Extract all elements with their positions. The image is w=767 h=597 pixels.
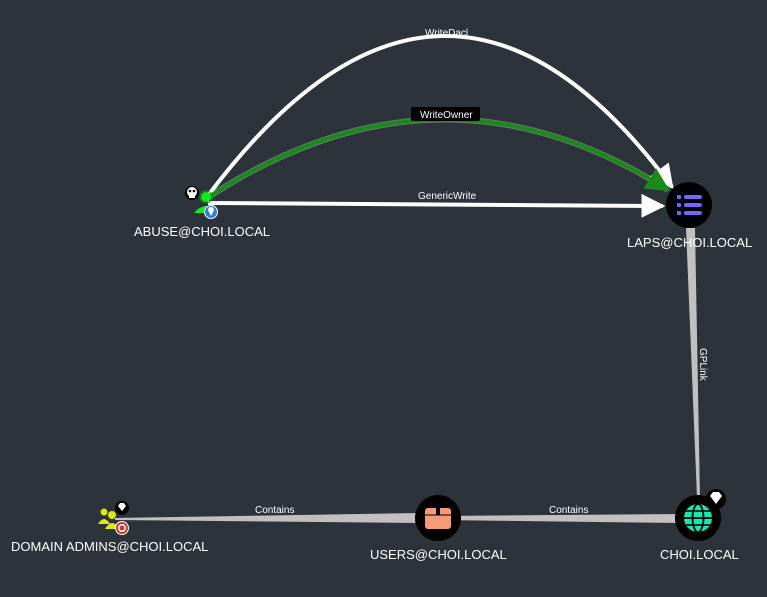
diamond-icon — [115, 501, 129, 515]
edge-label-bg-writeowner — [411, 107, 480, 121]
diamond-icon — [706, 489, 726, 509]
edge-gplink[interactable]: GPLink — [686, 228, 708, 498]
node-label-users: USERS@CHOI.LOCAL — [370, 547, 507, 562]
globe-icon — [684, 503, 712, 533]
edge-label-gplink: GPLink — [697, 348, 708, 382]
edge-writedacl[interactable]: WriteDacl — [205, 28, 674, 199]
box-icon — [425, 508, 451, 529]
edge-writeowner[interactable]: WriteOwner — [205, 107, 671, 201]
edge-label-contains: Contains — [255, 505, 294, 516]
edge-label-genericwrite: GenericWrite — [418, 191, 477, 202]
edge-label-writedacl: WriteDacl — [425, 28, 468, 39]
node-domain-admins-group[interactable]: DOMAIN ADMINS@CHOI.LOCAL — [11, 501, 208, 554]
edge-contains-users-domain-admins[interactable]: Contains — [115, 505, 420, 523]
node-label-choi: CHOI.LOCAL — [660, 547, 739, 562]
edge-genericwrite[interactable]: GenericWrite — [207, 191, 666, 218]
node-label-laps: LAPS@CHOI.LOCAL — [627, 235, 752, 250]
list-icon — [677, 195, 702, 215]
node-users-container[interactable]: USERS@CHOI.LOCAL — [370, 495, 507, 562]
node-label-domain-admins: DOMAIN ADMINS@CHOI.LOCAL — [11, 539, 208, 554]
edge-contains-choi-users[interactable]: Contains — [438, 505, 680, 523]
target-icon — [115, 521, 129, 535]
edge-label-writeowner: WriteOwner — [420, 110, 473, 121]
node-choi-domain[interactable]: CHOI.LOCAL — [660, 489, 739, 562]
node-label-abuse: ABUSE@CHOI.LOCAL — [134, 224, 270, 239]
edge-label-contains: Contains — [549, 505, 588, 516]
node-abuse-user[interactable]: ABUSE@CHOI.LOCAL — [134, 186, 270, 239]
node-laps-ou[interactable]: LAPS@CHOI.LOCAL — [627, 182, 752, 250]
skull-icon — [185, 186, 199, 200]
location-pin-icon — [204, 205, 218, 219]
